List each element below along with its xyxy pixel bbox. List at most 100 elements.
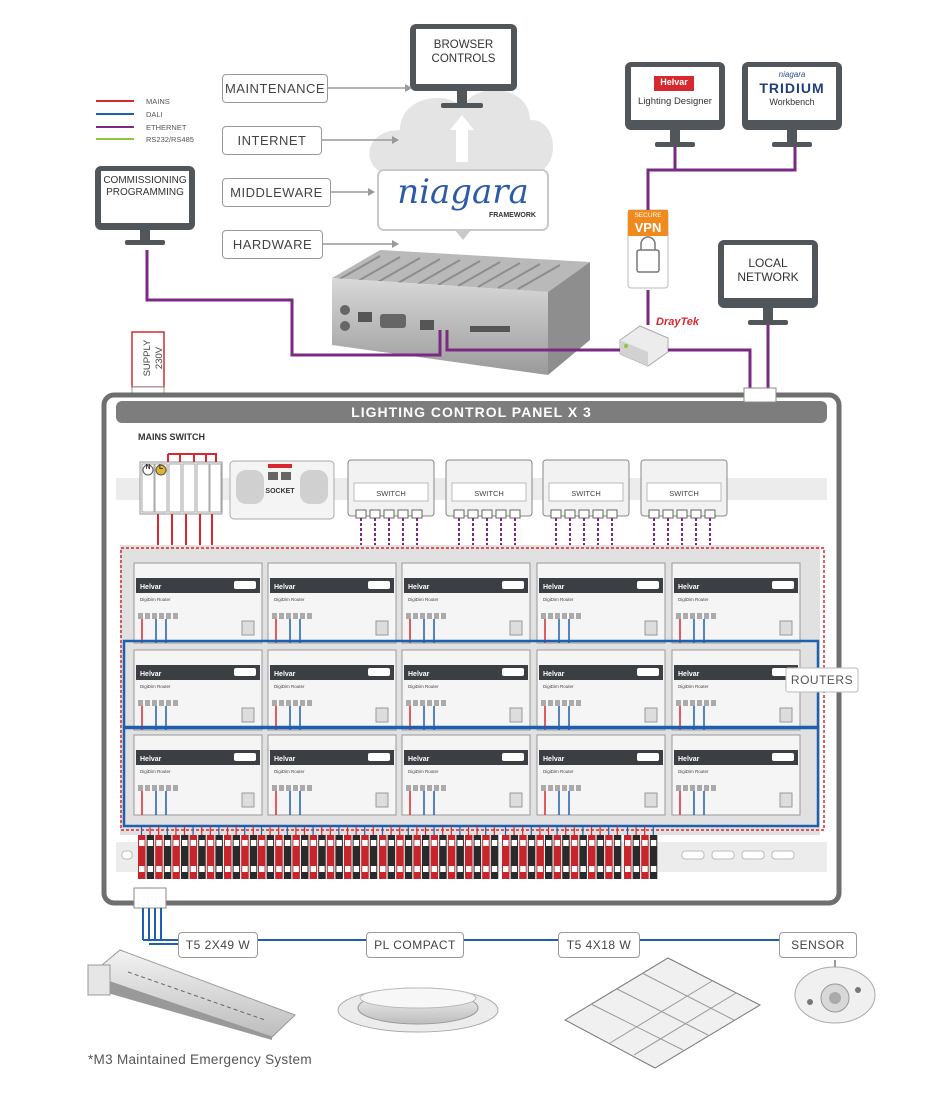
supply-line2: 230V [154, 346, 165, 370]
router-model: DigiDim Router [543, 684, 574, 689]
fixture-label-pl-compact: PL COMPACT [366, 932, 464, 958]
router-brand: Helvar [678, 584, 700, 591]
router-brand: Helvar [408, 671, 430, 678]
terminal-group-1 [138, 826, 258, 879]
router-model: DigiDim Router [543, 597, 574, 602]
cloud-graphic [369, 89, 553, 175]
switch-modules [347, 459, 728, 545]
vpn-secure-text: SECURE [634, 212, 662, 219]
legend-swatch [96, 113, 134, 115]
terminal-group-3 [379, 826, 499, 879]
router-model: DigiDim Router [678, 769, 709, 774]
switch-4-label: SWITCH [669, 489, 699, 498]
fixture-pl-compact [337, 987, 499, 1033]
terminal-group-2 [258, 826, 378, 879]
commissioning-line1: COMMISSIONING [103, 175, 187, 186]
switch-module-3 [542, 459, 630, 545]
router-model: DigiDim Router [543, 769, 574, 774]
routers-label: ROUTERS [790, 673, 854, 687]
legend-label: ETHERNET [146, 122, 187, 132]
router-brand: Helvar [274, 584, 296, 591]
helvar-caption: Lighting Designer [638, 96, 712, 107]
terminal-group-4 [502, 826, 622, 879]
fixture-sensor [794, 960, 876, 1024]
commissioning-line2: PROGRAMMING [106, 187, 184, 198]
browser-line1: BROWSER [433, 39, 494, 51]
switch-module-1 [347, 459, 435, 545]
maintenance-label: MAINTENANCE [222, 74, 328, 103]
browser-controls-label: BROWSER CONTROLS [416, 38, 511, 66]
fixture-t5-2x49 [87, 949, 296, 1040]
router-brand: Helvar [678, 671, 700, 678]
legend-swatch [96, 138, 134, 140]
draytek-logo: DrayTek [656, 316, 700, 328]
switch-1-label: SWITCH [376, 489, 406, 498]
panel-title: LIGHTING CONTROL PANEL X 3 [351, 404, 592, 420]
socket-module [229, 460, 335, 520]
draytek-router [619, 325, 669, 367]
local-line2: NETWORK [737, 270, 799, 284]
legend-swatch [96, 100, 134, 102]
router-brand: Helvar [274, 756, 296, 763]
niagara-logo: niagara [397, 172, 529, 212]
fixture-label-sensor: SENSOR [779, 932, 857, 958]
switch-module-4 [640, 459, 728, 545]
legend-swatch [96, 126, 134, 128]
router-model: DigiDim Router [274, 769, 305, 774]
terminal-group-5 [624, 826, 658, 879]
helvar-logo: Helvar [660, 77, 688, 87]
legend-label: DALI [146, 109, 163, 119]
supply-line1: SUPPLY [142, 339, 153, 377]
router-brand: Helvar [274, 671, 296, 678]
niagara-framework-text: FRAMEWORK [488, 212, 536, 219]
fixture-label-t5-4x18: T5 4X18 W [558, 932, 640, 958]
switch-2-label: SWITCH [474, 489, 504, 498]
helvar-monitor [625, 62, 725, 147]
legend-rs232: RS232/RS485 [96, 133, 194, 145]
niagara-logo-box [377, 169, 549, 240]
tridium-logo: TRIDIUM [759, 80, 825, 96]
legend-ethernet: ETHERNET [96, 121, 186, 133]
vpn-device [627, 209, 669, 289]
legend-dali: DALI [96, 108, 163, 120]
router-model: DigiDim Router [274, 684, 305, 689]
tridium-caption: Workbench [769, 97, 815, 107]
legend-label: MAINS [146, 96, 170, 106]
router-model: DigiDim Router [140, 684, 171, 689]
switch-module-2 [445, 459, 533, 545]
router-brand: Helvar [408, 584, 430, 591]
browser-monitor [410, 24, 517, 108]
router-brand: Helvar [140, 671, 162, 678]
supply-230v [131, 331, 165, 400]
router-brand: Helvar [543, 756, 565, 763]
mains-breakers [139, 453, 223, 545]
mains-switch-label: MAINS SWITCH [138, 432, 205, 442]
router-model: DigiDim Router [678, 684, 709, 689]
router-brand: Helvar [543, 671, 565, 678]
legend-label: RS232/RS485 [146, 134, 194, 144]
router-brand: Helvar [140, 584, 162, 591]
routers-callout-box [785, 667, 859, 693]
middleware-label: MIDDLEWARE [222, 178, 331, 207]
router-brand: Helvar [543, 584, 565, 591]
vpn-text: VPN [634, 220, 662, 235]
commissioning-monitor [95, 166, 195, 245]
mains-n-label: N [145, 464, 151, 471]
stack-arrows [320, 84, 412, 248]
